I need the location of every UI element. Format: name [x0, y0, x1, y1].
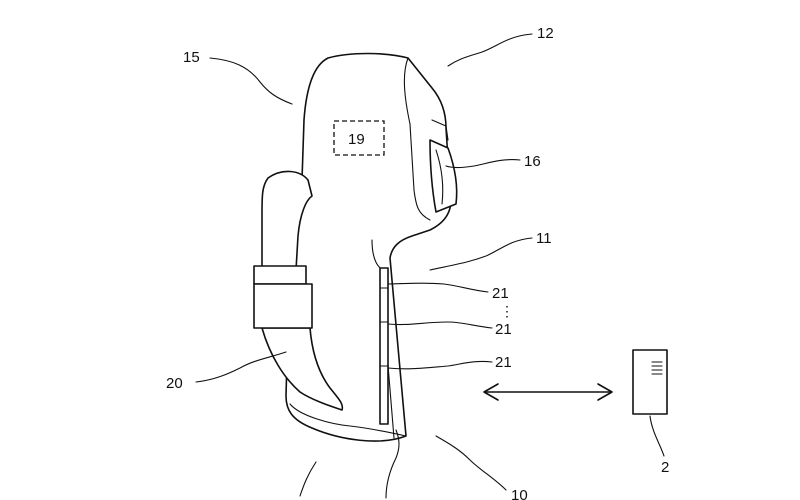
label-15: 15 — [183, 49, 200, 66]
strap-front — [261, 170, 313, 271]
leader-15 — [209, 57, 293, 105]
strap-lower — [261, 327, 344, 411]
body-edge-bottom — [289, 403, 407, 437]
leader-20 — [195, 351, 287, 383]
leader-10 — [435, 435, 507, 491]
side-button-inner — [435, 149, 444, 205]
component-box — [333, 120, 385, 156]
label-21c: 21 — [495, 354, 512, 371]
label-19: 19 — [348, 131, 365, 148]
label-21a: 21 — [492, 285, 509, 302]
side-button-notch — [431, 119, 449, 141]
strap-buckle-top — [253, 265, 307, 285]
leader-12 — [447, 33, 533, 67]
leader-21a — [387, 282, 489, 293]
arrow-head-left — [483, 383, 499, 401]
leader-21c — [387, 360, 493, 370]
leader-strip — [385, 429, 400, 499]
label-21b: 21 — [495, 321, 512, 338]
leader-16 — [445, 159, 521, 169]
side-button — [429, 139, 458, 213]
body-edge-top — [403, 57, 431, 221]
leader-2 — [649, 415, 665, 457]
leader-21b — [387, 321, 493, 329]
external-device — [632, 349, 668, 415]
sensor-strip — [379, 267, 389, 425]
label-12: 12 — [537, 25, 554, 42]
label-2: 2 — [661, 459, 669, 476]
leader-bottom-left — [299, 461, 317, 497]
label-10: 10 — [511, 487, 528, 500]
strap-buckle — [253, 283, 313, 329]
label-11: 11 — [536, 230, 552, 247]
label-16: 16 — [524, 153, 541, 170]
label-21-ellipsis: ⋮ — [500, 303, 514, 319]
leader-11 — [429, 237, 533, 271]
label-20: 20 — [166, 375, 183, 392]
arrow-head-right — [597, 383, 613, 401]
